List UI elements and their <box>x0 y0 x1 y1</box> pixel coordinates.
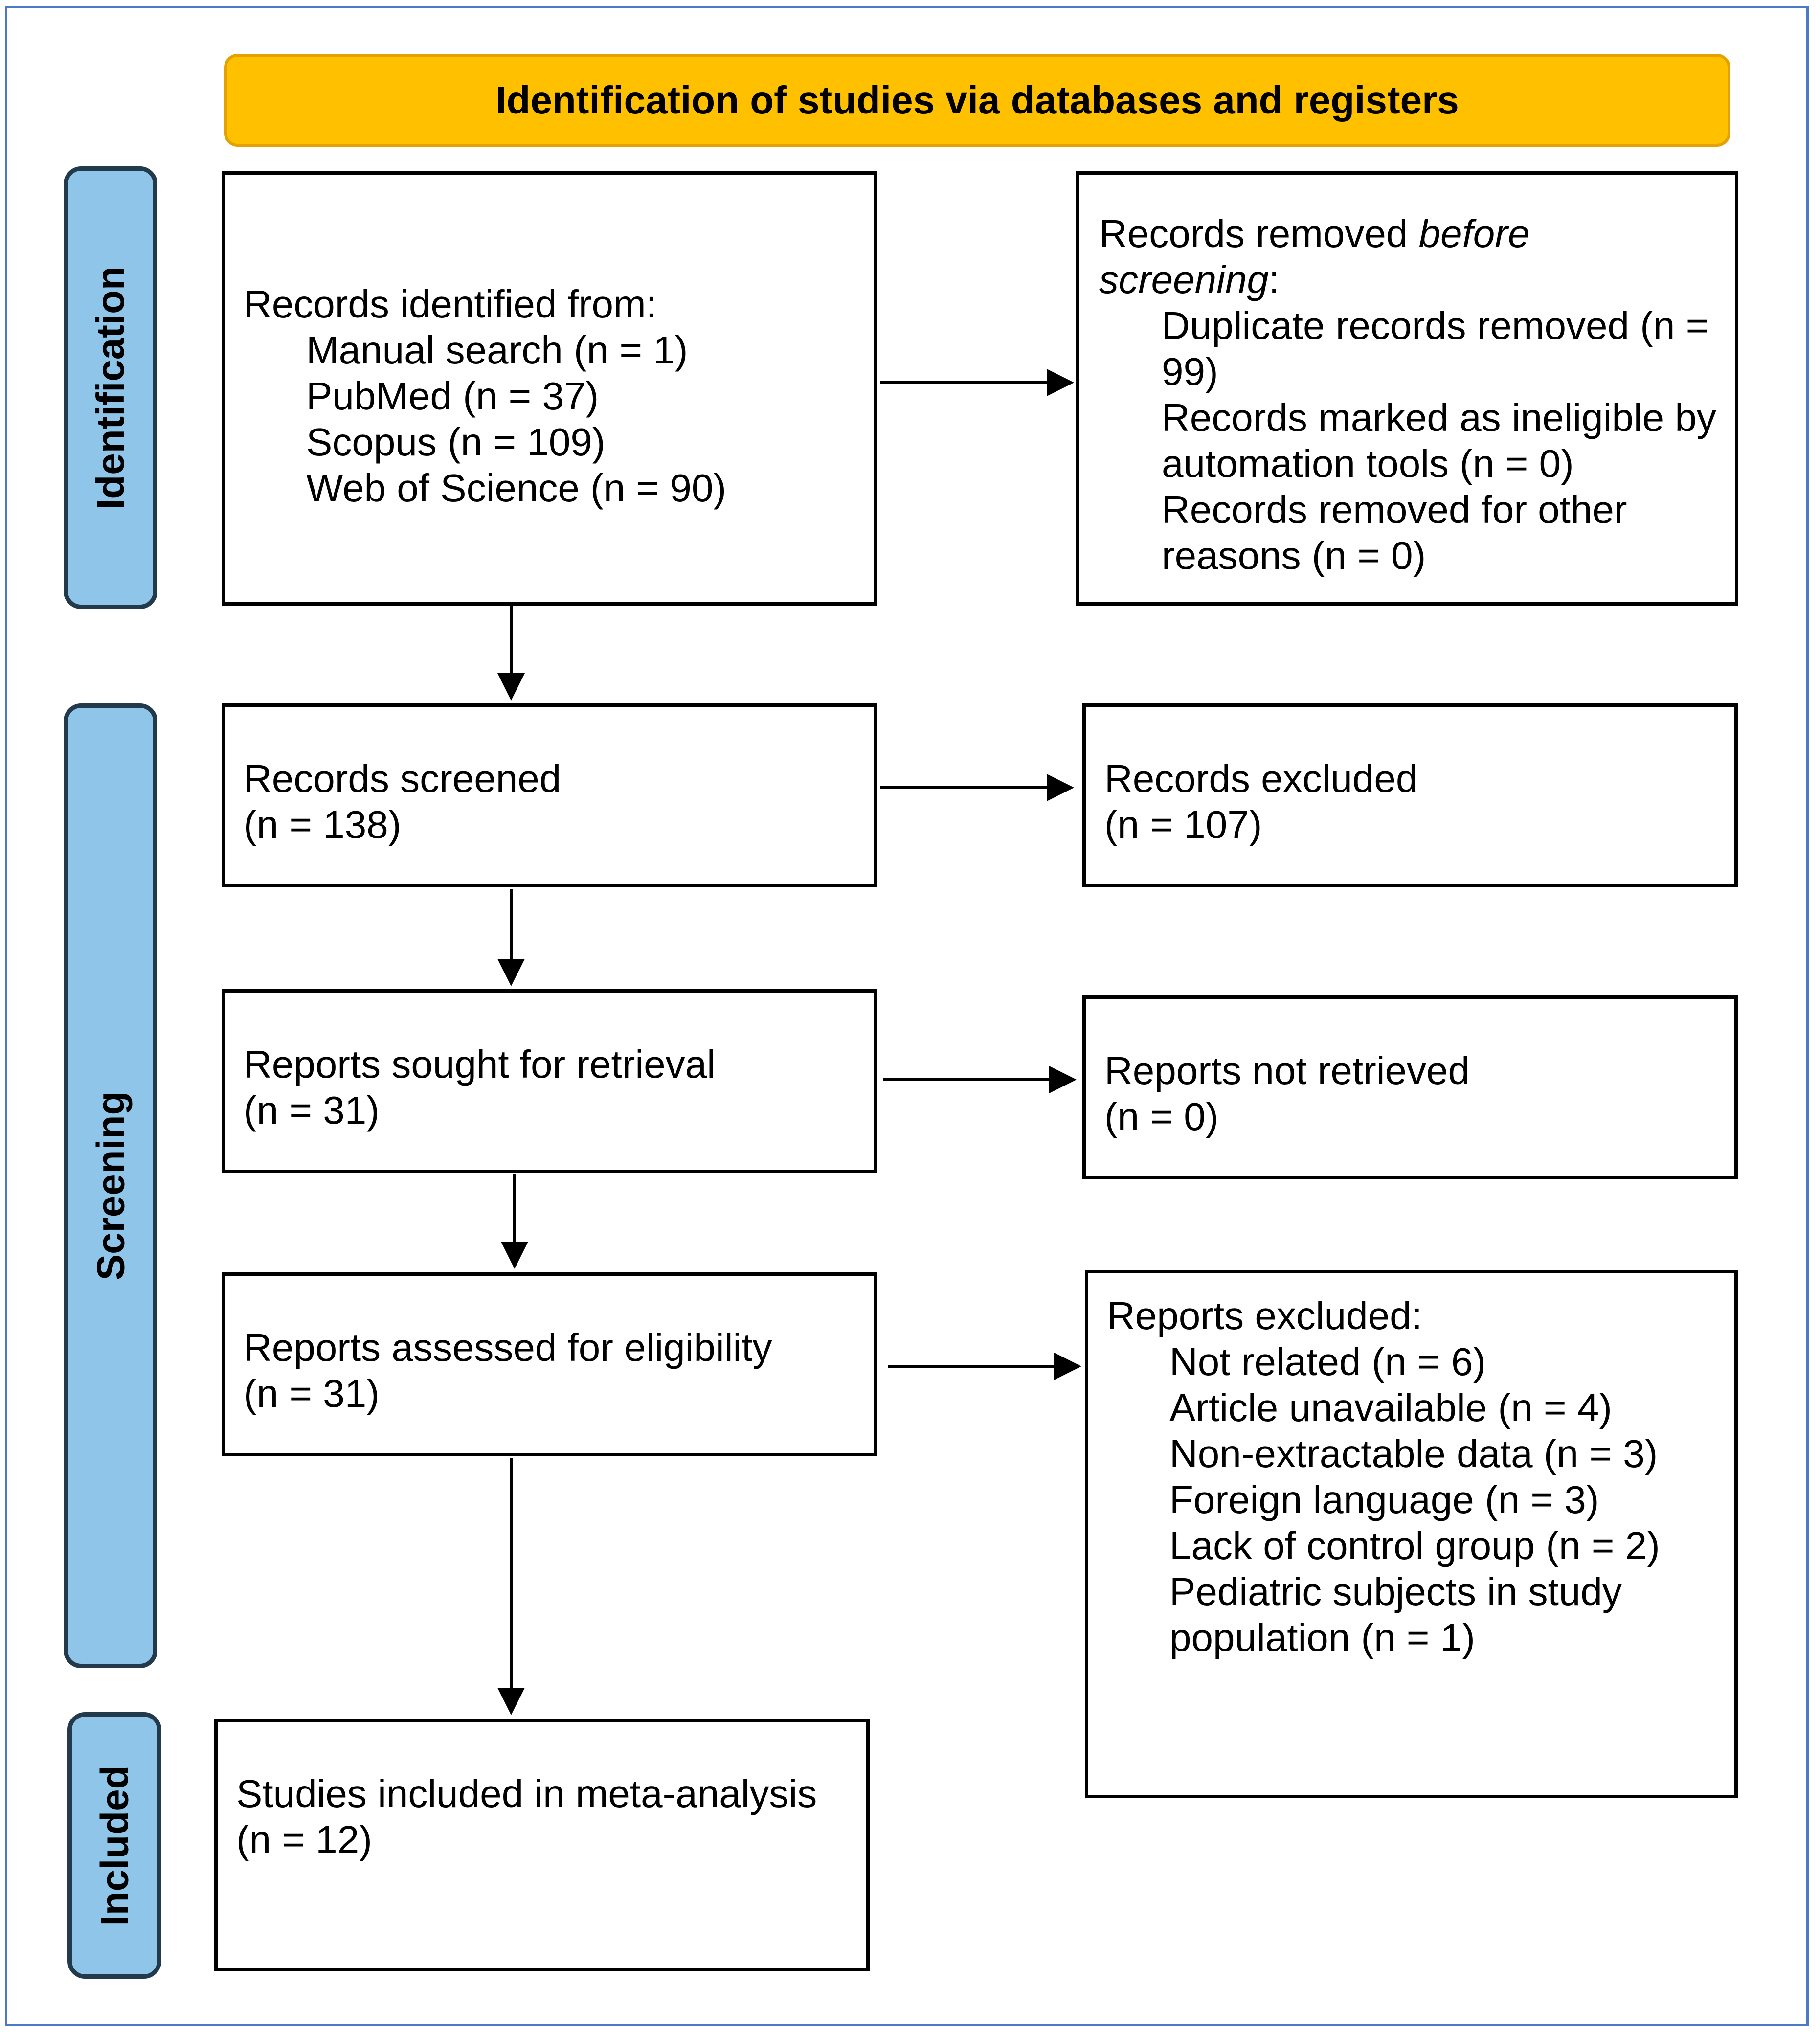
studies-included-label: Studies included in meta-analysis <box>236 1772 817 1815</box>
arrowhead-assessed-to-excluded <box>1054 1353 1081 1380</box>
reports-excluded-item: Not related (n = 6) <box>1169 1340 1486 1383</box>
records-removed-heading-text: Records removed <box>1099 212 1419 255</box>
header-title: Identification of studies via databases … <box>495 78 1459 122</box>
arrowhead-screened-to-sought <box>497 959 525 986</box>
records-identified-item: PubMed (n = 37) <box>306 374 599 418</box>
reports-excluded-box: Reports excluded: Not related (n = 6) Ar… <box>1085 1270 1738 1798</box>
reports-sought-count: (n = 31) <box>244 1088 380 1132</box>
records-screened-box: Records screened (n = 138) <box>222 703 877 887</box>
studies-included-box: Studies included in meta-analysis (n = 1… <box>214 1719 870 1971</box>
records-identified-item: Scopus (n = 109) <box>306 420 606 464</box>
reports-not-retrieved-box: Reports not retrieved (n = 0) <box>1082 995 1738 1179</box>
records-screened-count: (n = 138) <box>244 803 402 846</box>
reports-sought-box: Reports sought for retrieval (n = 31) <box>222 989 877 1173</box>
records-screened-label: Records screened <box>244 757 562 800</box>
records-removed-heading-screening: screening <box>1099 258 1269 301</box>
records-removed-item: Records removed for other reasons (n = 0… <box>1162 488 1627 577</box>
phase-included: Included <box>67 1712 161 1979</box>
records-removed-box: Records removed before screening: Duplic… <box>1076 171 1738 606</box>
arrowhead-sought-to-assessed <box>501 1242 528 1269</box>
diagram-frame <box>5 6 1809 2026</box>
reports-not-retrieved-count: (n = 0) <box>1104 1095 1219 1138</box>
records-removed-item: Duplicate records removed (n = 99) <box>1162 304 1709 393</box>
records-excluded-box: Records excluded (n = 107) <box>1082 703 1738 887</box>
arrowhead-sought-to-not-retrieved <box>1049 1066 1077 1093</box>
records-removed-heading-colon: : <box>1268 258 1280 301</box>
reports-excluded-item: Pediatric subjects in study population (… <box>1169 1570 1622 1659</box>
arrowhead-identified-to-screened <box>497 673 525 701</box>
reports-assessed-box: Reports assessed for eligibility (n = 31… <box>222 1272 877 1456</box>
reports-excluded-item: Non-extractable data (n = 3) <box>1169 1432 1658 1475</box>
records-identified-item: Manual search (n = 1) <box>306 328 688 372</box>
arrowhead-screened-to-excluded <box>1047 774 1074 801</box>
phase-identification: Identification <box>64 166 157 609</box>
records-excluded-label: Records excluded <box>1104 757 1418 800</box>
reports-assessed-label: Reports assessed for eligibility <box>244 1326 772 1369</box>
records-identified-item: Web of Science (n = 90) <box>306 466 726 510</box>
records-identified-heading: Records identified from: <box>244 282 657 326</box>
reports-assessed-count: (n = 31) <box>244 1372 380 1415</box>
reports-excluded-item: Foreign language (n = 3) <box>1169 1478 1599 1521</box>
studies-included-count: (n = 12) <box>236 1818 372 1861</box>
header-banner: Identification of studies via databases … <box>224 54 1730 147</box>
reports-excluded-item: Lack of control group (n = 2) <box>1169 1524 1660 1567</box>
reports-sought-label: Reports sought for retrieval <box>244 1042 716 1086</box>
arrowhead-assessed-to-included <box>497 1688 525 1715</box>
records-identified-box: Records identified from: Manual search (… <box>222 171 877 606</box>
records-excluded-count: (n = 107) <box>1104 803 1262 846</box>
phase-screening: Screening <box>64 703 157 1668</box>
arrowhead-identified-to-removed <box>1047 369 1074 396</box>
reports-excluded-item: Article unavailable (n = 4) <box>1169 1386 1612 1429</box>
records-removed-heading-before: before <box>1418 212 1530 255</box>
records-removed-item: Records marked as ineligible by automati… <box>1162 396 1716 485</box>
reports-not-retrieved-label: Reports not retrieved <box>1104 1049 1470 1092</box>
records-removed-heading: Records removed before screening: <box>1099 211 1724 303</box>
reports-excluded-heading: Reports excluded: <box>1107 1294 1422 1337</box>
